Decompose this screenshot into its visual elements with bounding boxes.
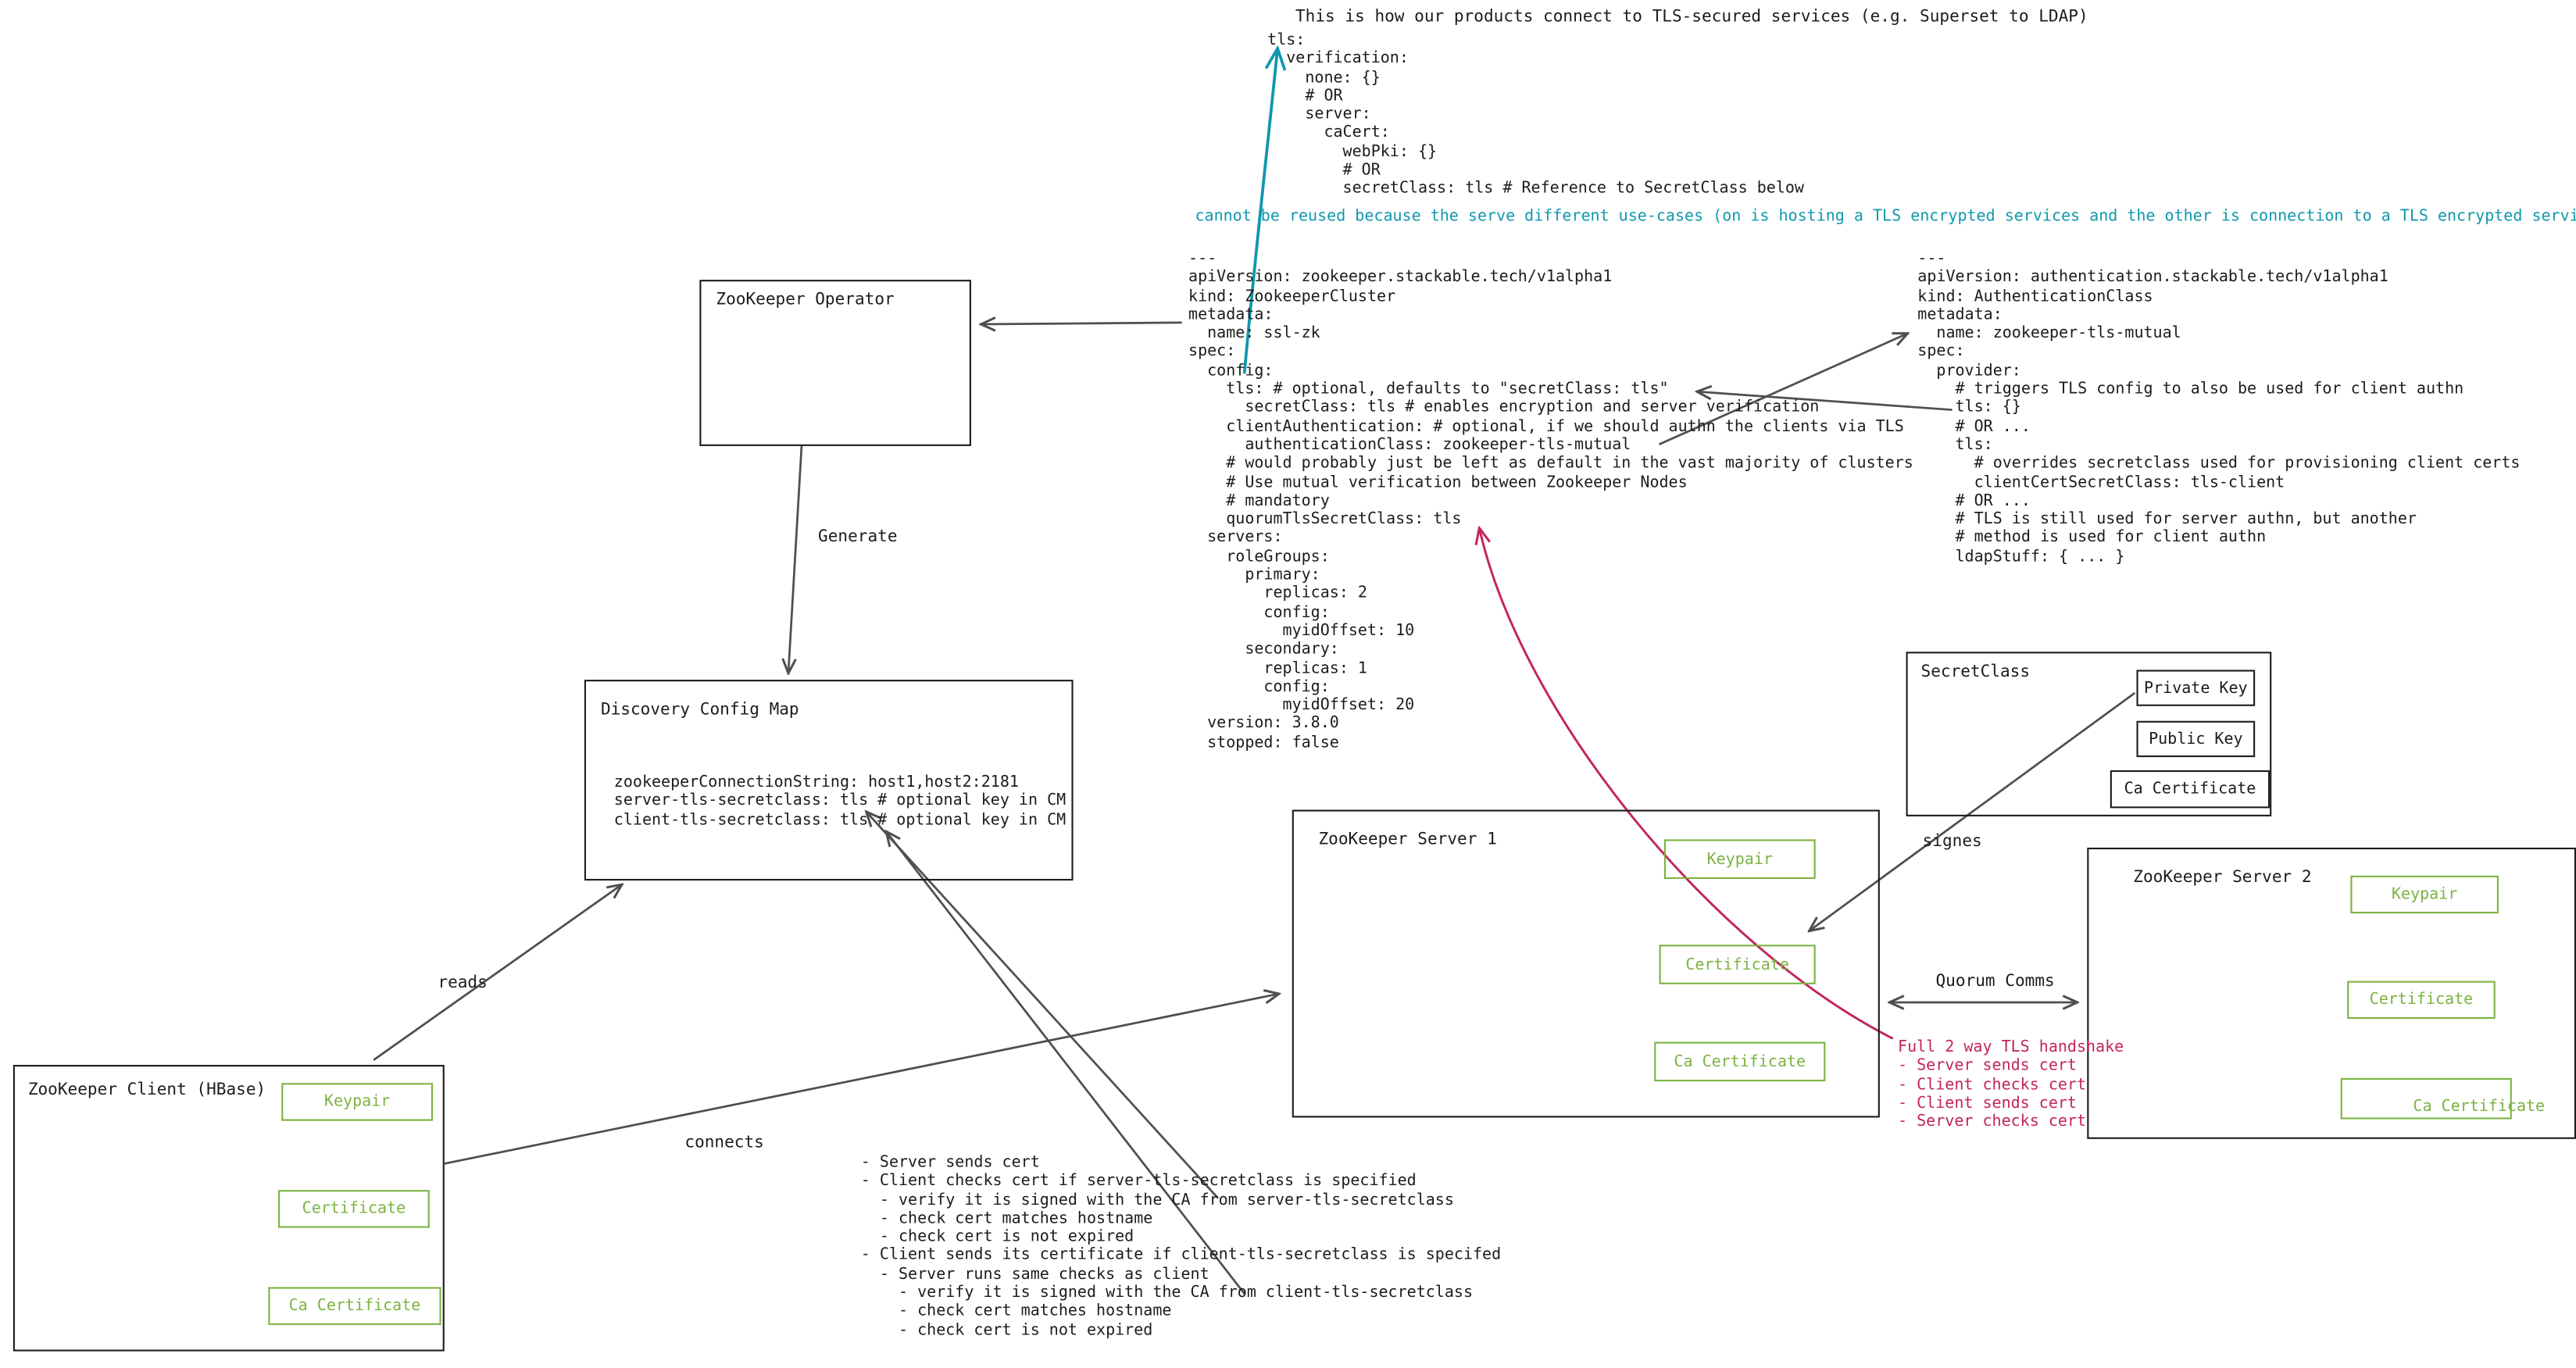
secretclass-title: SecretClass — [1920, 663, 2031, 682]
edge-label-generate: Generate — [818, 528, 898, 547]
edge-label-signes: signes — [1922, 832, 1982, 852]
arrow-generate — [788, 445, 803, 672]
edge-label-quorum-comms: Quorum Comms — [1935, 973, 2055, 991]
zookeeper-cluster-yaml: --- apiVersion: zookeeper.stackable.tech… — [1188, 250, 1913, 752]
authentication-class-yaml: --- apiVersion: authentication.stackable… — [1917, 250, 2521, 566]
edge-label-connects: connects — [684, 1134, 764, 1152]
client-keypair-chip: Keypair — [281, 1083, 434, 1121]
discovery-config-map-entries: zookeeperConnectionString: host1,host2:2… — [613, 773, 1066, 829]
full-tls-handshake-note: Full 2 way TLS handshake - Server sends … — [1898, 1038, 2124, 1131]
secretclass-box: SecretClass Private Key Public Key Ca Ce… — [1906, 652, 2272, 816]
arrow-reads — [373, 885, 620, 1061]
zookeeper-server-2-box: ZooKeeper Server 2 Keypair Certificate C… — [2087, 847, 2576, 1139]
discovery-config-map-box: Discovery Config Map zookeeperConnection… — [584, 680, 1074, 881]
private-key-chip: Private Key — [2136, 670, 2256, 706]
edge-label-reads: reads — [438, 974, 488, 993]
zookeeper-operator-box: ZooKeeper Operator — [699, 280, 971, 446]
zookeeper-server-2-title: ZooKeeper Server 2 — [2133, 869, 2312, 888]
zookeeper-server-1-title: ZooKeeper Server 1 — [1318, 830, 1497, 850]
server2-certificate-chip: Certificate — [2347, 980, 2496, 1020]
server2-ca-certificate-label: Ca Certificate — [2413, 1098, 2546, 1116]
arrow-cluster-yaml-to-operator — [983, 323, 1182, 324]
client-ca-certificate-chip: Ca Certificate — [268, 1287, 441, 1325]
zookeeper-operator-title: ZooKeeper Operator — [716, 291, 895, 310]
cannot-be-reused-note: cannot be reused because the serve diffe… — [1195, 207, 2576, 226]
top-note-title: This is how our products connect to TLS-… — [1295, 8, 2088, 27]
server1-ca-certificate-chip: Ca Certificate — [1654, 1041, 1826, 1082]
zookeeper-client-title: ZooKeeper Client (HBase) — [27, 1081, 266, 1100]
public-key-chip: Public Key — [2136, 720, 2256, 758]
arrow-connects — [444, 994, 1277, 1165]
zookeeper-server-1-box: ZooKeeper Server 1 Keypair Certificate C… — [1292, 809, 1880, 1118]
discovery-config-map-title: Discovery Config Map — [600, 701, 799, 720]
ca-certificate-chip: Ca Certificate — [2110, 770, 2271, 809]
zookeeper-client-box: ZooKeeper Client (HBase) Keypair Certifi… — [13, 1065, 445, 1352]
server2-keypair-chip: Keypair — [2350, 875, 2499, 914]
client-certificate-chip: Certificate — [278, 1190, 430, 1228]
server1-certificate-chip: Certificate — [1659, 945, 1816, 984]
tls-checks-note: - Server sends cert - Client checks cert… — [860, 1153, 1502, 1340]
tls-verification-yaml: tls: verification: none: {} # OR server:… — [1267, 31, 1804, 198]
server1-keypair-chip: Keypair — [1663, 839, 1816, 879]
server2-ca-certificate-chip: Ca Certificate — [2340, 1077, 2545, 1120]
